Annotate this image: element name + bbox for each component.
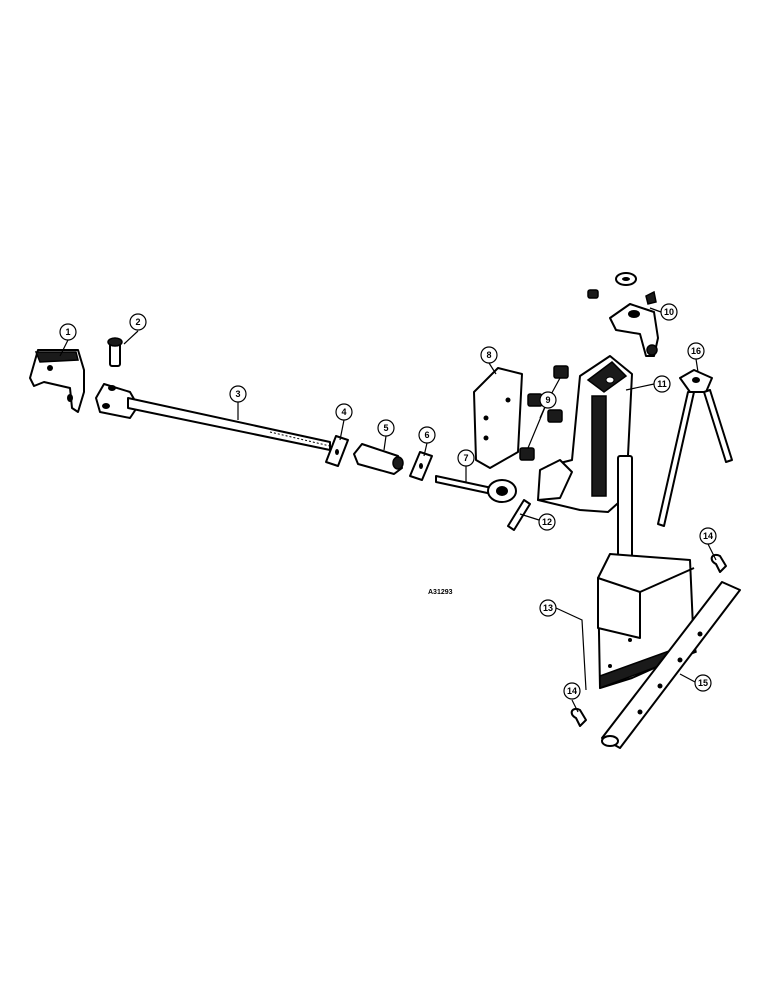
callout-9: 9 — [539, 391, 557, 409]
washer-part — [325, 435, 349, 467]
callout-2: 2 — [129, 313, 147, 331]
callout-12-label: 12 — [542, 517, 552, 527]
callout-15-label: 15 — [698, 678, 708, 688]
linch-pin-part — [710, 554, 727, 573]
callout-6: 6 — [418, 426, 436, 444]
nuts-part — [519, 365, 569, 461]
washer-part-2 — [409, 451, 433, 481]
threaded-rod-part — [127, 397, 331, 451]
callout-13: 13 — [539, 599, 557, 617]
post-bracket-part — [537, 355, 633, 513]
callout-14-label: 14 — [703, 531, 713, 541]
coupling-part — [353, 443, 404, 475]
bracket-part — [29, 349, 85, 413]
callout-14: 14 — [699, 527, 717, 545]
callout-3-label: 3 — [235, 389, 240, 399]
pin-part — [507, 499, 531, 531]
callout-9-label: 9 — [545, 395, 550, 405]
callout-14-second-label: 14 — [567, 686, 577, 696]
callout-16-label: 16 — [691, 346, 701, 356]
callout-10: 10 — [660, 303, 678, 321]
plate-part — [473, 367, 523, 469]
linch-pin-part-2 — [570, 708, 587, 727]
callout-1-label: 1 — [65, 327, 70, 337]
callout-6-label: 6 — [424, 430, 429, 440]
callout-5-label: 5 — [383, 423, 388, 433]
callout-8: 8 — [480, 346, 498, 364]
clevis-pin-part — [107, 337, 123, 367]
callout-4-label: 4 — [341, 407, 346, 417]
callout-10-label: 10 — [664, 307, 674, 317]
callout-11: 11 — [653, 375, 671, 393]
leader-lines — [59, 307, 717, 713]
callout-14-second: 14 — [563, 682, 581, 700]
callout-13-label: 13 — [543, 603, 553, 613]
callout-12: 12 — [538, 513, 556, 531]
callout-3: 3 — [229, 385, 247, 403]
callout-5: 5 — [377, 419, 395, 437]
callout-4: 4 — [335, 403, 353, 421]
drawbar-part — [601, 581, 741, 749]
a-frame-link-part — [657, 369, 733, 527]
callout-15: 15 — [694, 674, 712, 692]
reference-code: A31293 — [428, 589, 453, 596]
arm-part — [587, 272, 659, 357]
callout-1: 1 — [59, 323, 77, 341]
callout-2-label: 2 — [135, 317, 140, 327]
callout-8-label: 8 — [486, 350, 491, 360]
eye-bolt-part — [435, 475, 517, 503]
callout-11-label: 11 — [657, 379, 667, 389]
callout-7-label: 7 — [463, 453, 468, 463]
callout-16: 16 — [687, 342, 705, 360]
callout-7: 7 — [457, 449, 475, 467]
